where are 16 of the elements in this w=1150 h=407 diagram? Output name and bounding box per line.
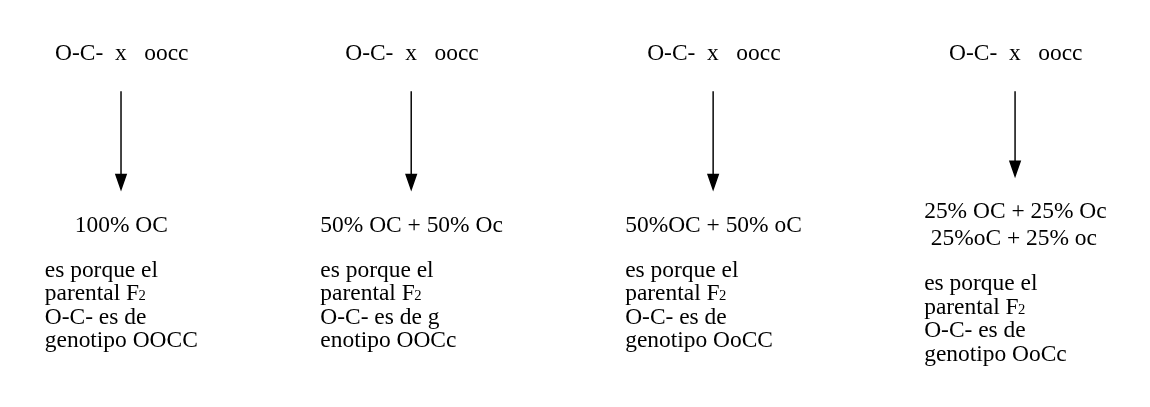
node-text: 25% OC + 25% Oc 25%oC + 25% oc: [924, 196, 1107, 250]
arrow: [114, 90, 128, 191]
node-label: es porque el parental F2 O-C- es de g enotipo OOCc: [320, 255, 457, 352]
node-label: es porque el parental F2 O-C- es de genotipo OoCC: [625, 255, 773, 352]
node-text: O-C- x oocc: [345, 38, 479, 65]
arrow: [1008, 90, 1022, 178]
node-text: 50% OC + 50% Oc: [320, 210, 503, 237]
node-text: 50%OC + 50% oC: [625, 210, 802, 237]
node-text: O-C- x oocc: [55, 38, 189, 65]
node-label: es porque el parental F2 O-C- es de genotipo OoCc: [924, 268, 1067, 366]
arrow: [405, 90, 418, 191]
node-text: O-C- x oocc: [647, 38, 781, 65]
node-label: es porque el parental F2 O-C- es de genotipo OOCC: [44, 255, 198, 352]
arrow: [706, 90, 720, 191]
node-text: O-C- x oocc: [949, 38, 1083, 65]
node-text: 100% OC: [74, 210, 168, 237]
